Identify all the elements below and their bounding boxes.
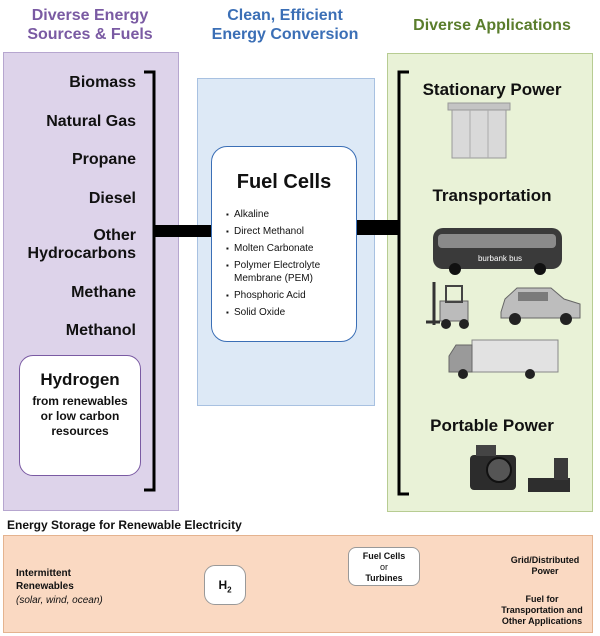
fuel-cell-type: Molten Carbonate	[226, 242, 352, 255]
hydrogen-title: Hydrogen	[40, 370, 120, 389]
bus-label: burbank bus	[478, 254, 522, 263]
destination-fuel: Fuel for Transportation and Other Applic…	[488, 594, 596, 627]
hydrogen-box: Hydrogen from renewables or low carbon r…	[19, 355, 141, 476]
source-natural-gas: Natural Gas	[46, 113, 136, 130]
header-sources-line2: Sources & Fuels	[27, 26, 153, 43]
dest-fuel-line3: Other Applications	[501, 616, 583, 626]
truck-image	[448, 339, 559, 379]
fuel-cell-type: Direct Methanol	[226, 225, 352, 238]
header-sources-line1: Diverse Energy	[31, 7, 149, 24]
fuel-cells-title: Fuel Cells	[236, 171, 332, 193]
intermittent-line1: Intermittent	[16, 568, 71, 579]
app-stationary-power: Stationary Power	[422, 80, 562, 99]
fuel-cells-box: Fuel Cells Alkaline Direct Methanol Molt…	[211, 146, 357, 342]
app-transportation: Transportation	[432, 186, 552, 205]
intermittent-renewables-label: Intermittent Renewables	[16, 567, 121, 593]
applications-connector	[357, 220, 399, 235]
hydrogen-sub-line1: from renewables	[32, 394, 128, 408]
fc-small-or: or	[379, 562, 388, 572]
sources-bracket	[144, 70, 156, 492]
header-applications: Diverse Applications	[413, 17, 571, 34]
source-diesel: Diesel	[88, 190, 136, 207]
fuel-cell-type: Solid Oxide	[226, 306, 352, 319]
header-conversion-line1: Clean, Efficient	[227, 7, 343, 24]
dest-grid-line1: Grid/Distributed	[510, 555, 580, 565]
source-propane: Propane	[71, 151, 136, 168]
renewables-examples: (solar, wind, ocean)	[16, 595, 103, 606]
hydrogen-sub-line2: or low carbon	[40, 409, 120, 423]
source-biomass: Biomass	[69, 74, 136, 91]
source-methane: Methane	[71, 284, 136, 301]
dest-grid-line2: Power	[531, 566, 559, 576]
fc-small-line1: Fuel Cells	[362, 551, 406, 561]
header-conversion-line2: Energy Conversion	[211, 26, 359, 43]
fuel-cells-or-turbines-box: Fuel Cells or Turbines	[348, 547, 420, 586]
portable-device-image	[528, 458, 570, 492]
forklift-image	[426, 282, 469, 329]
dest-fuel-line2: Transportation and	[501, 605, 583, 615]
h2-bubble: H2	[204, 565, 246, 605]
h2-label: H	[218, 578, 228, 592]
fuel-cell-type: Phosphoric Acid	[226, 289, 352, 302]
fuel-cell-type: Polymer Electrolyte Membrane (PEM)	[226, 259, 352, 285]
sources-connector	[154, 225, 212, 237]
app-portable-power: Portable Power	[430, 416, 554, 435]
storage-panel	[3, 535, 593, 633]
source-methanol: Methanol	[65, 322, 136, 339]
fuel-cell-types-list: Alkaline Direct Methanol Molten Carbonat…	[226, 208, 352, 323]
fc-small-line3: Turbines	[365, 573, 403, 583]
fuel-cell-type: Alkaline	[226, 208, 352, 221]
intermittent-line2: Renewables	[16, 581, 74, 592]
stationary-power-image	[447, 102, 511, 159]
dest-fuel-line1: Fuel for	[525, 594, 559, 604]
car-image	[500, 287, 581, 325]
camera-image	[470, 445, 516, 490]
storage-title: Energy Storage for Renewable Electricity	[7, 518, 242, 532]
source-other: Other	[93, 227, 136, 244]
header-sources: Diverse Energy Sources & Fuels	[0, 6, 180, 44]
applications-bracket	[397, 70, 409, 496]
hydrogen-sub-line3: resources	[51, 424, 109, 438]
hydrogen-subtitle: from renewables or low carbon resources	[20, 394, 140, 439]
destination-grid: Grid/Distributed Power	[500, 555, 590, 577]
h2-subscript: 2	[227, 585, 232, 595]
source-hydrocarbons: Hydrocarbons	[27, 245, 136, 262]
header-conversion: Clean, Efficient Energy Conversion	[190, 6, 380, 44]
bus-image: burbank bus	[433, 228, 562, 275]
